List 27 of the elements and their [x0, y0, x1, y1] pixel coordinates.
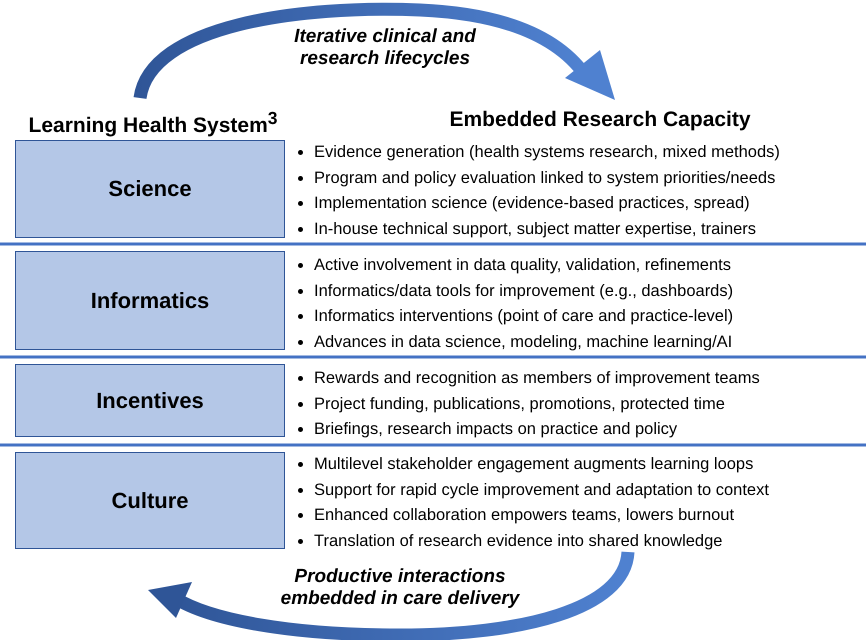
bullet-item: Support for rapid cycle improvement and adaptation to context: [314, 480, 769, 500]
bullet-item: Enhanced collaboration empowers teams, lowers burnout: [314, 505, 734, 526]
category-box: [15, 452, 285, 549]
bullet-item: In-house technical support, subject matter expertise, trainers: [314, 218, 756, 240]
bullet-item: Program and policy evaluation linked to system priorities/needs: [314, 168, 776, 188]
category-box: [15, 251, 285, 350]
bullet-item: Briefings, research impacts on practice and policy: [314, 419, 678, 440]
bullet-item: Project funding, publications, promotions, protected time: [314, 394, 725, 414]
bullet-item: Informatics/data tools for improvement (e.g., dashboards): [314, 280, 734, 302]
category-box: [15, 364, 285, 437]
bullet-item: Active involvement in data quality, validation, refinements: [314, 255, 731, 276]
column-heading: Learning Health System$^{3}$: [28, 108, 278, 138]
category-box: [15, 140, 285, 238]
bullet-item: Advances in data science, modeling, machine learning/AI: [314, 332, 732, 352]
arrow-label: Iterative clinical and research lifecycles: [293, 26, 478, 70]
column-heading: Embedded Research Capacity: [448, 108, 752, 132]
bullet-item: Translation of research evidence into shared knowledge: [314, 530, 722, 552]
category-title: Culture: [112, 488, 188, 514]
bullet-item: Evidence generation (health systems research, mixed methods): [314, 142, 780, 163]
bullet-item: Rewards and recognition as members of improvement teams: [314, 368, 760, 389]
category-title: Incentives: [96, 388, 204, 414]
bullet-item: Implementation science (evidence-based practices, spread): [314, 193, 750, 214]
arrow-label: Productive interactions embedded in care delivery: [280, 566, 521, 610]
bullet-item: Multilevel stakeholder engagement augments learning loops: [314, 454, 754, 475]
bullet-item: Informatics interventions (point of care and practice-level): [314, 306, 734, 327]
category-title: Informatics: [90, 288, 210, 314]
category-title: Science: [108, 176, 192, 202]
